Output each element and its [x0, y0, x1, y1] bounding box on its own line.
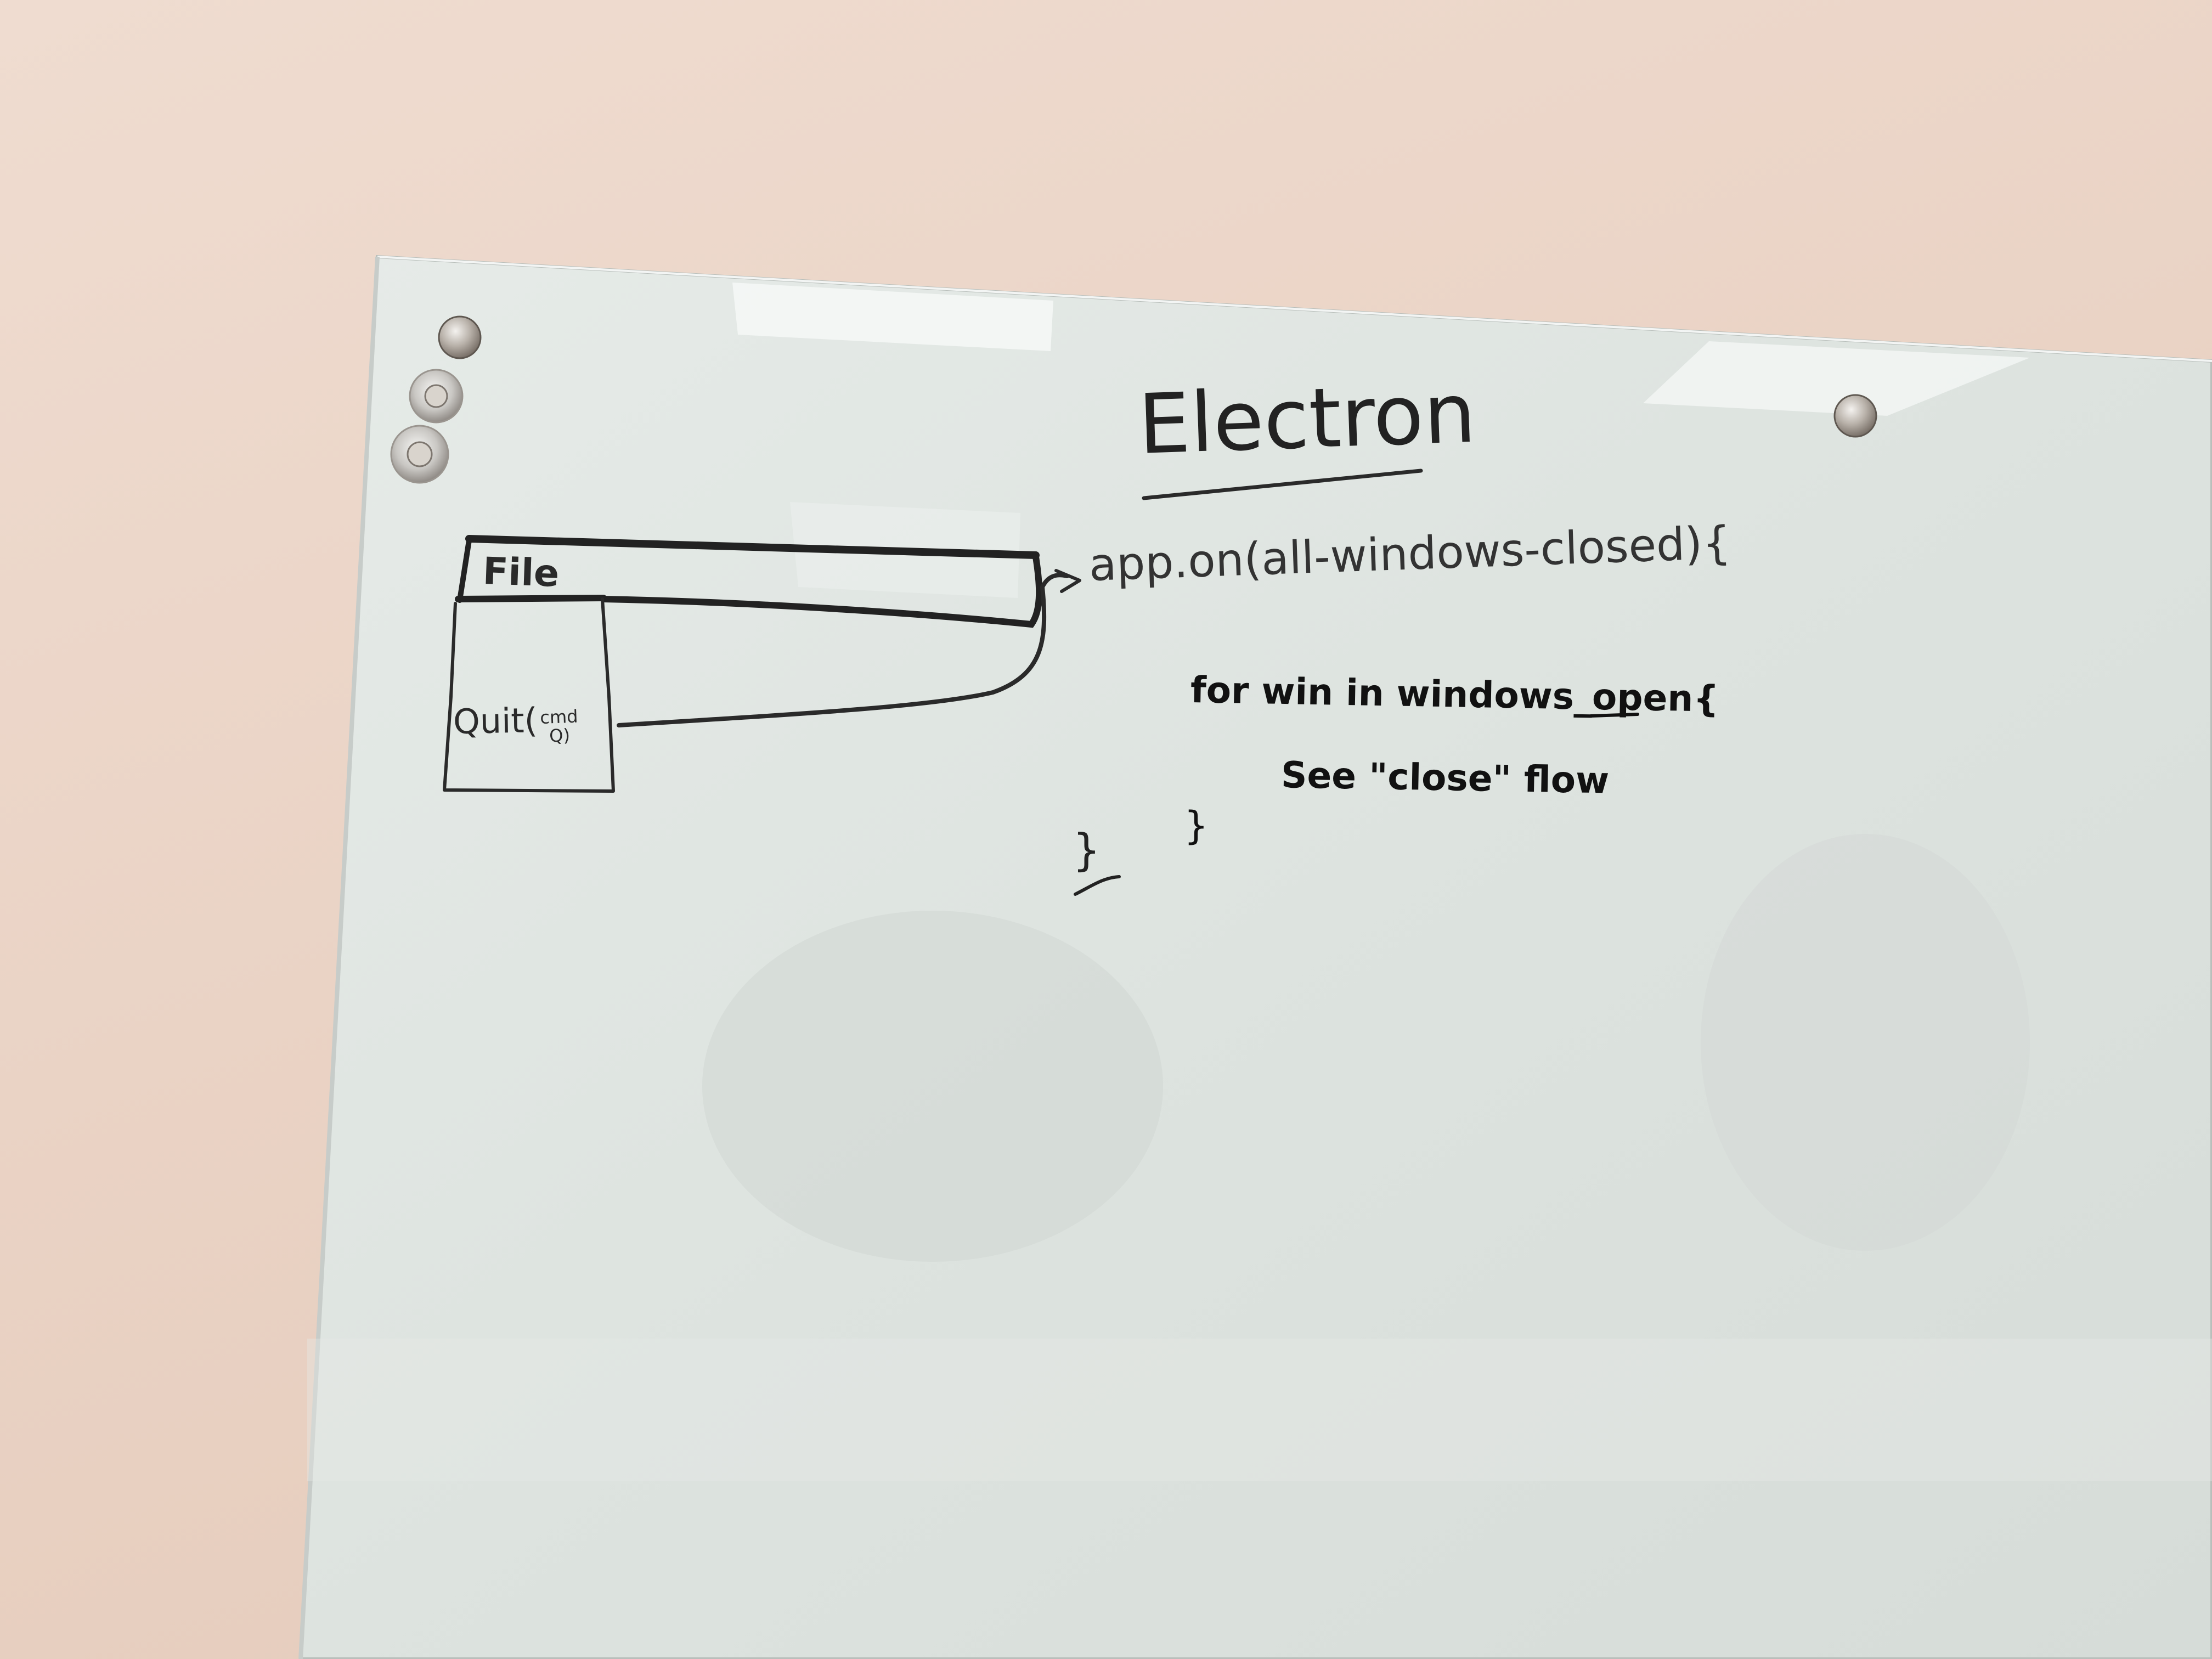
quit-shortcut-bottom: Q): [549, 724, 571, 747]
code-line-for-loop: for win in windows_open{: [1190, 669, 1720, 720]
code-outer-closing-brace: }: [1073, 825, 1101, 876]
file-menu-bar-top: [465, 535, 1040, 559]
mounting-bolt-top-left: [438, 315, 482, 359]
board-top-edge: [377, 256, 2212, 362]
dropdown-box: [443, 597, 615, 793]
magnet-2-center: [407, 441, 433, 467]
light-reflection-2: [1643, 341, 2030, 416]
title-underline: [1142, 469, 1423, 500]
reflection-smudge-1: [702, 911, 1163, 1262]
reflection-smudge-2: [1701, 834, 2030, 1251]
quit-shortcut: cmd Q): [539, 706, 579, 747]
mounting-bolt-top-right: [1833, 394, 1877, 438]
code-line2-tail: [1589, 713, 1639, 718]
code-line-see-close: See "close" flow: [1280, 754, 1610, 802]
code-inner-closing-brace: }: [1184, 803, 1209, 848]
file-menu-bar-bottom: [455, 595, 607, 602]
magnet-1-center: [424, 384, 448, 408]
board-left-edge: [298, 256, 380, 1659]
file-menu-bar-left: [457, 538, 472, 603]
quit-shortcut-top: cmd: [539, 706, 579, 728]
file-menu-bar-right: [600, 554, 1043, 628]
light-reflection-1: [732, 283, 1053, 351]
board-title: Electron: [1136, 365, 1477, 473]
quit-menu-item-label: Quit(: [453, 700, 538, 742]
reflection-band: [307, 1339, 2212, 1481]
file-menu-label: File: [482, 550, 560, 596]
outer-brace-scribble: [1074, 875, 1121, 896]
connector-arrow-icon: [1054, 569, 1081, 593]
quit-connector-line: [617, 573, 1069, 727]
